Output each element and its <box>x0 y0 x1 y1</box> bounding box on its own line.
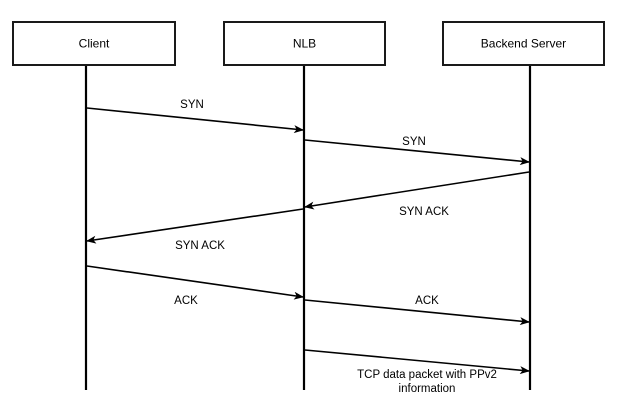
participant-label-client: Client <box>79 37 110 51</box>
message-msg-7[interactable]: TCP data packet with PPv2 information <box>304 349 530 395</box>
message-label-line: SYN <box>180 99 204 111</box>
message-label-msg-3: SYN ACK <box>399 206 449 218</box>
message-label-line: information <box>399 383 456 395</box>
message-arrow-msg-7 <box>304 349 530 375</box>
participant-label-nlb: NLB <box>293 37 316 51</box>
message-label-msg-4: SYN ACK <box>175 240 225 252</box>
message-label-line: ACK <box>415 295 439 307</box>
message-arrow-msg-6 <box>304 299 530 326</box>
participant-label-backend: Backend Server <box>481 37 566 51</box>
participant-box-nlb <box>223 21 386 66</box>
participant-nlb[interactable]: NLB <box>223 21 386 66</box>
message-label-msg-2: SYN <box>402 136 426 148</box>
participants-group: Client NLB Backend Server <box>12 21 605 66</box>
message-label-msg-1: SYN <box>180 99 204 111</box>
message-msg-6[interactable]: ACK <box>304 295 530 326</box>
message-label-line: SYN ACK <box>175 240 225 252</box>
message-label-line: ACK <box>174 295 198 307</box>
participant-box-client <box>12 21 176 66</box>
participant-box-backend <box>442 21 605 66</box>
message-msg-2[interactable]: SYN <box>304 136 530 166</box>
message-label-line: SYN ACK <box>399 206 449 218</box>
message-label-msg-6: ACK <box>415 295 439 307</box>
message-label-msg-5: ACK <box>174 295 198 307</box>
message-arrow-msg-5 <box>86 265 304 300</box>
message-label-msg-7: TCP data packet with PPv2 information <box>357 369 497 395</box>
participant-backend[interactable]: Backend Server <box>442 21 605 66</box>
message-arrow-msg-4 <box>86 208 304 244</box>
message-msg-1[interactable]: SYN <box>86 99 304 134</box>
message-arrow-msg-2 <box>304 139 530 166</box>
message-label-line: SYN <box>402 136 426 148</box>
participant-client[interactable]: Client <box>12 21 176 66</box>
messages-group: SYN SYN SYN ACK SYN ACK ACK ACK TCP data packe… <box>86 99 530 395</box>
lifelines-group <box>84 65 532 390</box>
message-arrow-msg-3 <box>304 171 530 210</box>
message-msg-3[interactable]: SYN ACK <box>304 171 530 218</box>
message-msg-4[interactable]: SYN ACK <box>86 208 304 252</box>
message-arrow-msg-1 <box>86 107 304 134</box>
message-label-line: TCP data packet with PPv2 <box>357 369 497 381</box>
message-msg-5[interactable]: ACK <box>86 265 304 307</box>
